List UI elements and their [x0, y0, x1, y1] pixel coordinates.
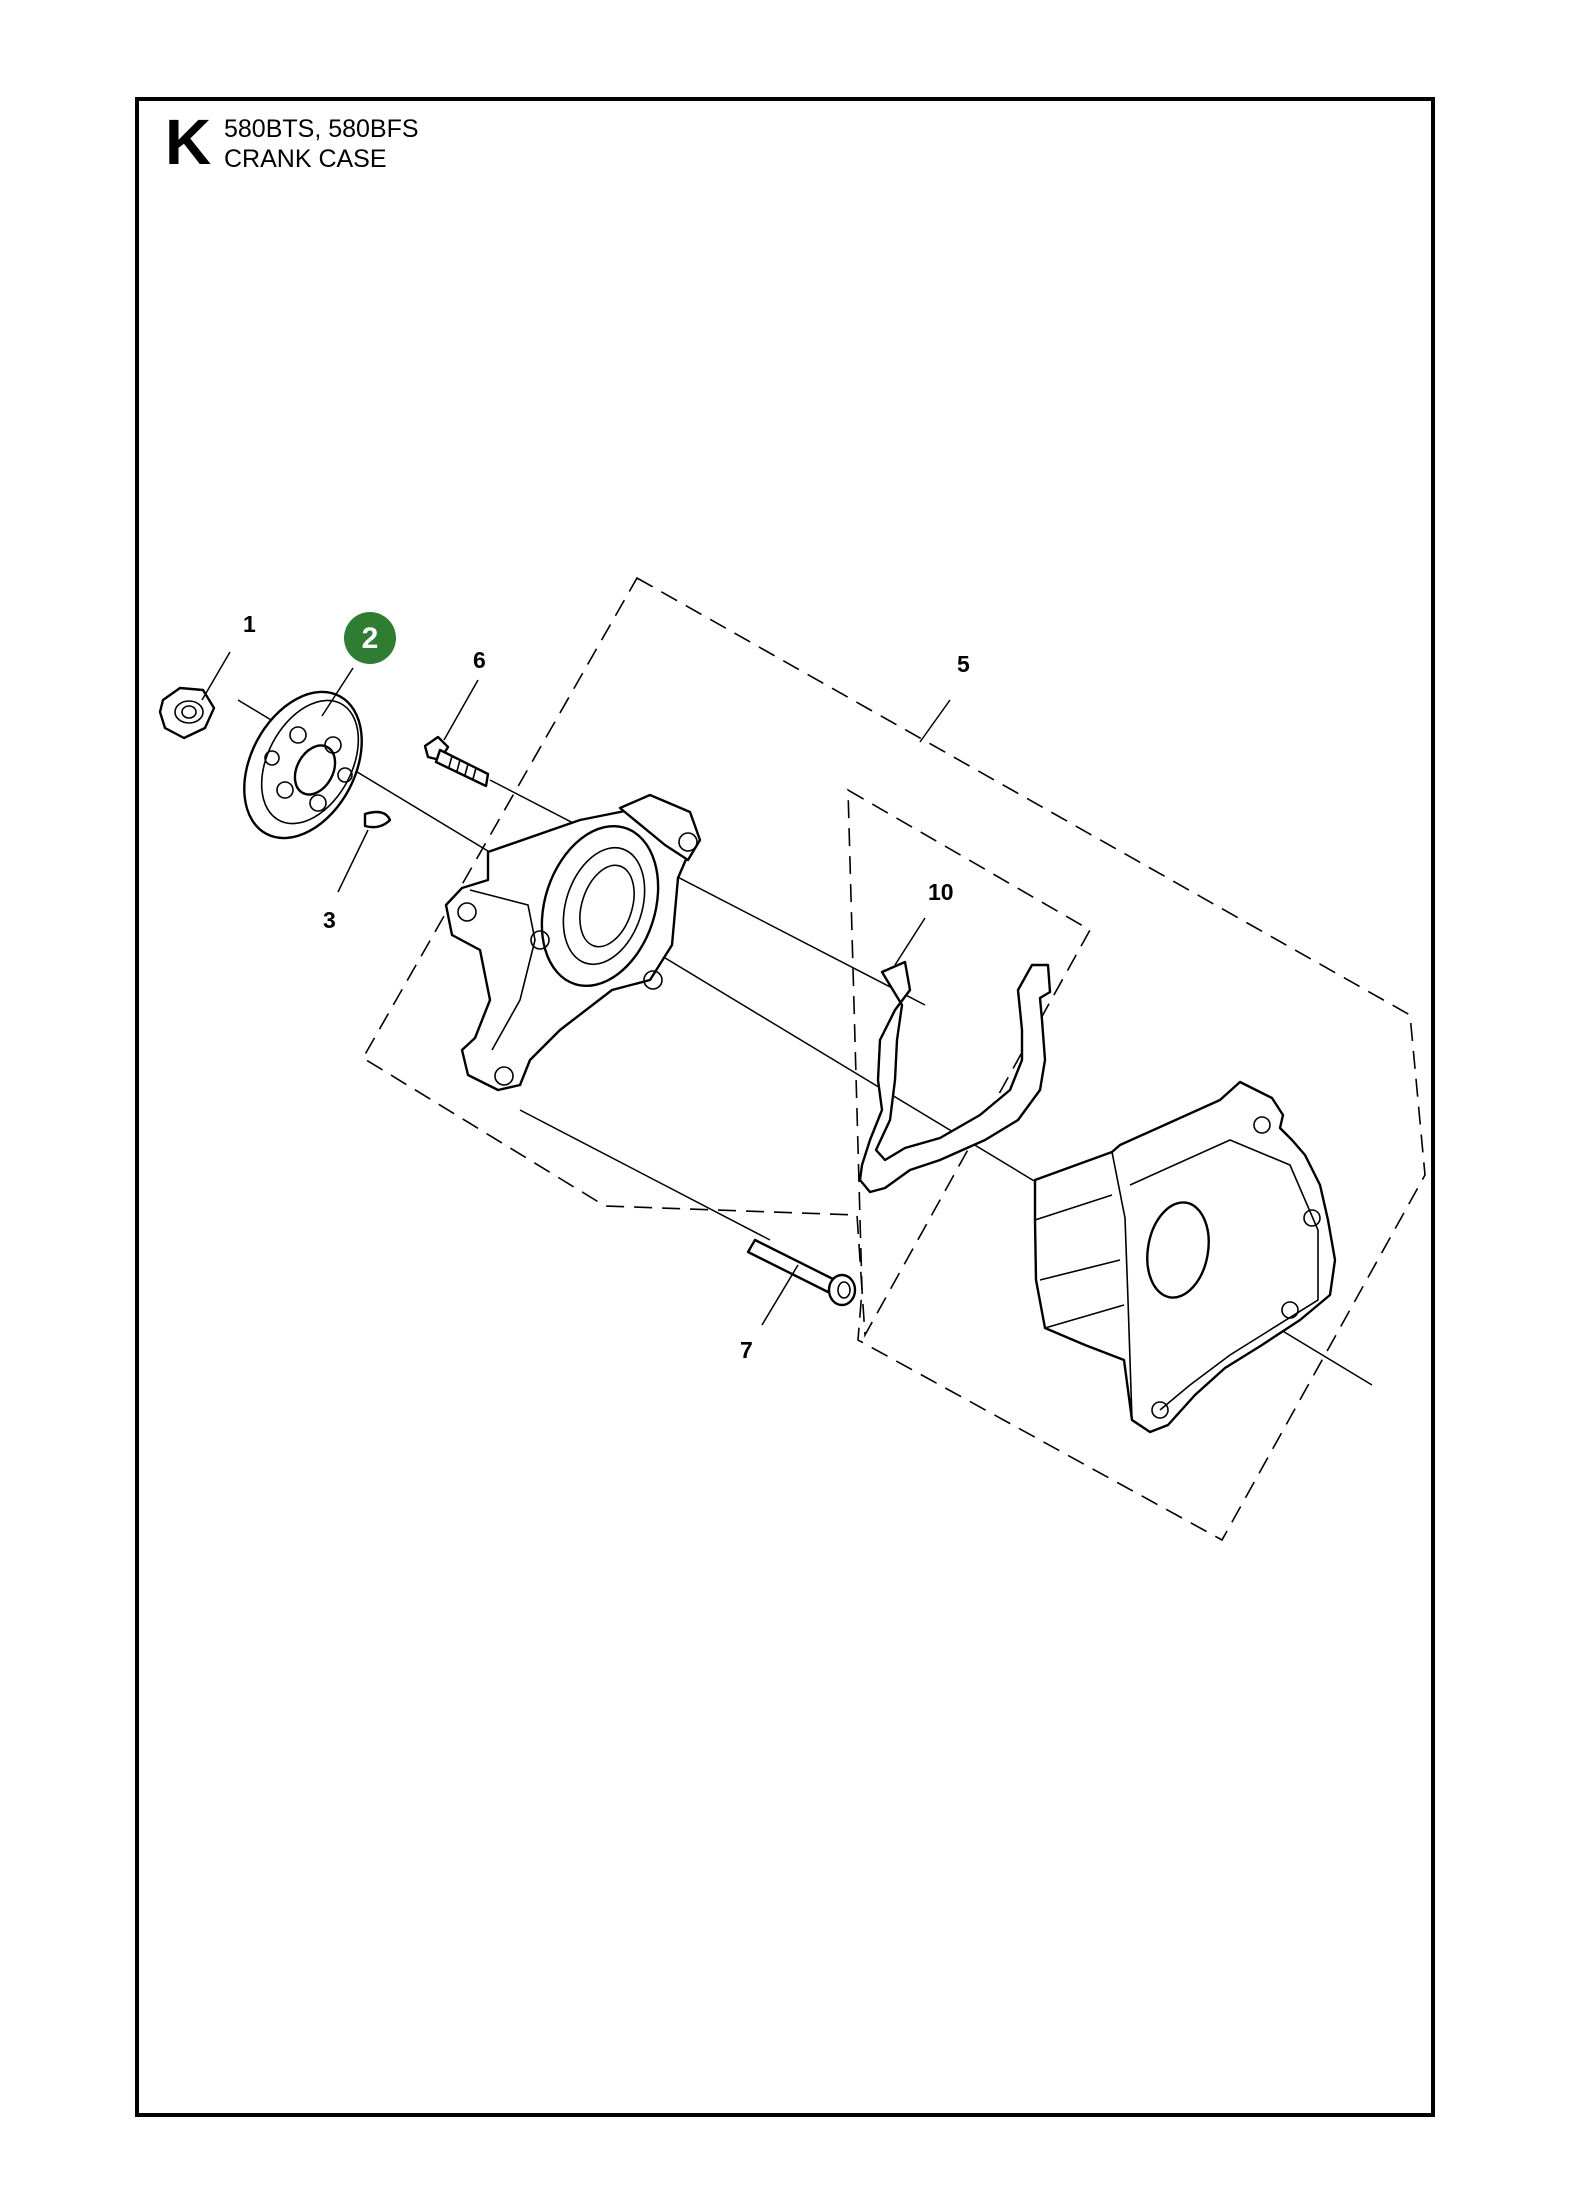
- callout-2-label: 2: [362, 622, 379, 655]
- leader-1: [201, 651, 231, 701]
- part-6-screw: [423, 735, 490, 788]
- leader-3: [337, 829, 369, 893]
- bolt-7-axis-line: [519, 1109, 771, 1241]
- callout-10-label: 10: [928, 879, 954, 905]
- leader-10: [894, 917, 926, 966]
- bolt-6-axis-line: [489, 779, 926, 1006]
- part-2-coupling: [243, 690, 363, 840]
- callout-1-label: 1: [243, 611, 256, 637]
- callout-3-label: 3: [323, 907, 336, 933]
- part-10-gasket: [858, 960, 1052, 1194]
- assembly-group-5-outline: [361, 576, 1426, 1542]
- page-frame: [135, 97, 1435, 2117]
- diagram-title: CRANK CASE: [224, 145, 387, 173]
- part-3-key: [363, 810, 392, 829]
- model-title: 580BTS, 580BFS: [224, 115, 419, 143]
- callout-5-label: 5: [957, 651, 970, 677]
- part-1-nut: [158, 686, 216, 740]
- crankcase-right-half: [1033, 1080, 1337, 1434]
- callout-6-label: 6: [473, 647, 486, 673]
- crankcase-left-half: [444, 793, 702, 1092]
- leader-7: [761, 1264, 799, 1326]
- leader-5: [919, 699, 951, 743]
- callout-7-label: 7: [740, 1337, 753, 1363]
- leader-2: [321, 667, 354, 717]
- assembly-group-10-outline: [847, 788, 1092, 1338]
- part-7-bolt: [746, 1238, 857, 1307]
- leader-6: [443, 679, 479, 741]
- callout-2-badge: [344, 612, 396, 664]
- section-letter: K: [165, 106, 212, 178]
